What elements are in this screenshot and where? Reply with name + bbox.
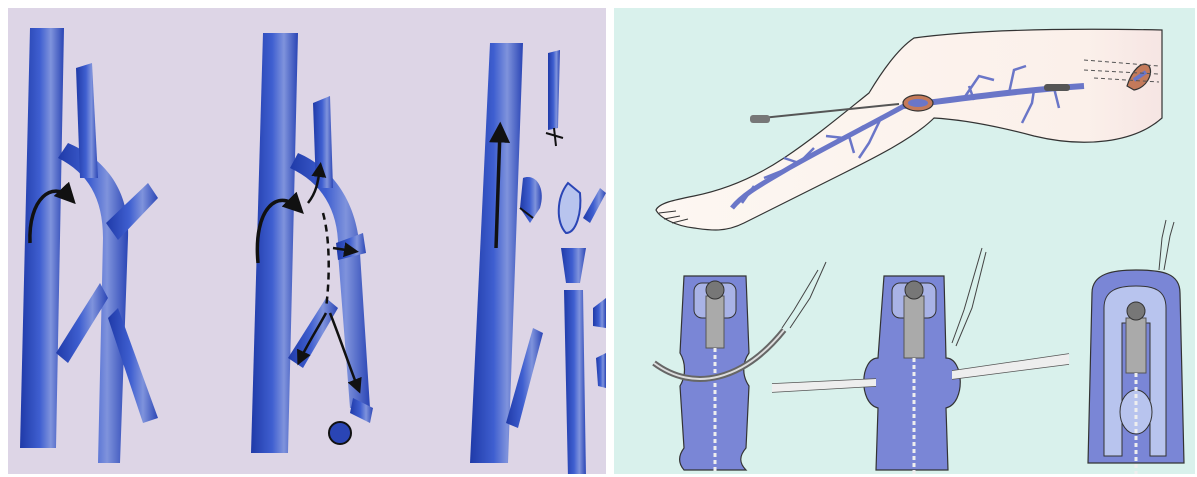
stripper-shaft-1 [706, 296, 724, 348]
ligated-tributary-3a [548, 50, 560, 130]
stripping-procedure-svg [614, 8, 1195, 474]
upper-tributary-2 [313, 96, 333, 188]
ligated-stump-2 [329, 422, 351, 444]
stripper-handle [750, 115, 770, 123]
knee-incision-vein [908, 99, 928, 107]
stripper-shaft-3 [1126, 318, 1146, 373]
olive-tip-3 [1127, 302, 1145, 320]
venous-flow-illustration [8, 8, 606, 474]
olive-tip-2 [905, 281, 923, 299]
stripper-head [1044, 84, 1070, 91]
stripping-procedure-illustration [614, 8, 1195, 474]
olive-tip-1 [706, 281, 724, 299]
stripper-shaft-2 [904, 296, 924, 358]
venous-flow-svg [8, 8, 606, 474]
